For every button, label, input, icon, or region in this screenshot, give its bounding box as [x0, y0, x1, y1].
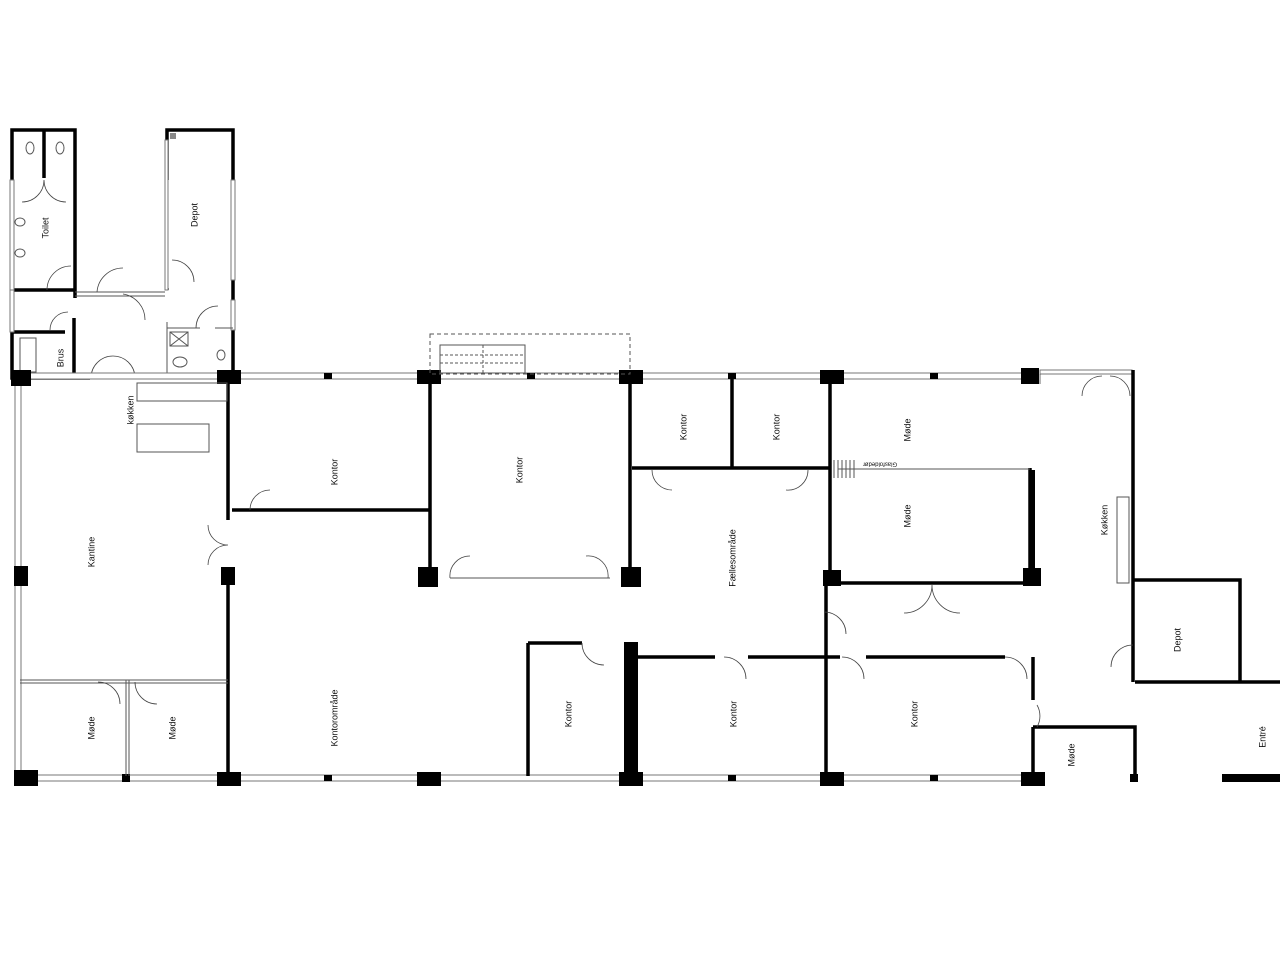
room-label-brus: Brus: [55, 348, 65, 367]
room-label-kontoromrade: Kontorområde: [329, 689, 339, 746]
room-label-mode-3: Møde: [902, 418, 912, 441]
main-walls: [11, 368, 1280, 786]
room-label-kontor-3: Kontor: [678, 414, 688, 441]
interior-walls: [20, 333, 1137, 776]
label-glasfoldedor: Glasfoldedør: [863, 460, 897, 466]
room-label-mode-5: Møde: [1066, 743, 1076, 766]
room-label-kontor-6: Kontor: [728, 701, 738, 728]
room-label-kontor-1: Kontor: [329, 459, 339, 486]
room-label-mode-4: Møde: [902, 504, 912, 527]
room-label-mode-2: Møde: [167, 716, 177, 739]
room-label-kantine: Kantine: [86, 537, 96, 568]
room-label-kontor-4: Kontor: [771, 414, 781, 441]
room-label-entre: Entré: [1257, 726, 1267, 748]
room-label-depot: Depot: [1172, 628, 1182, 653]
room-label-mode-1: Møde: [86, 716, 96, 739]
room-label-toilet: Toilet: [40, 217, 50, 239]
room-label-kokken: Køkken: [1099, 505, 1109, 536]
room-labels: Toilet Depot Brus køkken Kantine Møde Mø…: [40, 203, 1267, 767]
room-label-kontor-7: Kontor: [909, 701, 919, 728]
annex-walls: [9, 128, 236, 380]
room-label-kontor-2: Kontor: [514, 457, 524, 484]
room-label-faellesomrade: Fællesområde: [727, 529, 737, 587]
room-label-kontor-5: Kontor: [563, 701, 573, 728]
room-label-depot-annex: Depot: [189, 203, 199, 228]
room-label-kokken-small: køkken: [125, 395, 135, 424]
